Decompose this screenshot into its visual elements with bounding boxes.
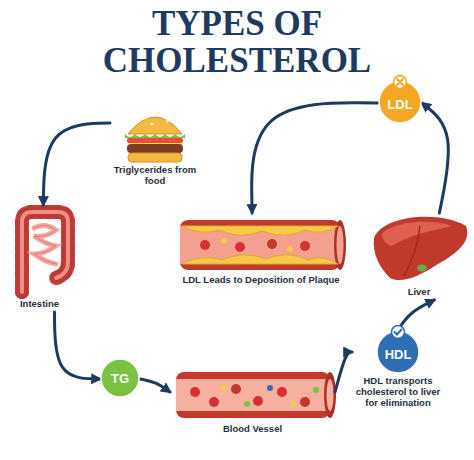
liver-illustration xyxy=(374,217,468,280)
burger-illustration xyxy=(125,112,185,162)
blood-vessel-illustration xyxy=(176,372,336,418)
intestine-illustration xyxy=(22,212,68,292)
lipoprotein-circle: TG xyxy=(100,358,140,400)
illustration-node: Intestine xyxy=(2,205,77,312)
flow-arrow xyxy=(252,103,378,213)
flow-arrow xyxy=(335,352,352,392)
node-label: Liver xyxy=(368,287,470,298)
circle-head: TG xyxy=(100,358,140,398)
flow-arrow xyxy=(398,300,434,330)
flow-arrow xyxy=(422,103,448,213)
flow-arrow xyxy=(43,123,110,205)
circle-head: HDL xyxy=(352,330,444,374)
circle-label: TG xyxy=(111,371,129,386)
node-label: LDL Leads to Deposition of Plaque xyxy=(172,275,350,286)
node-label: Intestine xyxy=(2,299,77,310)
illustration-space xyxy=(172,213,350,273)
illustration-node: LDL Leads to Deposition of Plaque xyxy=(172,213,350,288)
illustration-space xyxy=(110,103,200,163)
lipoprotein-circle: LDL xyxy=(378,80,422,126)
circle-label: LDL xyxy=(387,97,412,112)
plaque-vessel-illustration xyxy=(180,220,346,270)
node-label: Triglycerides from food xyxy=(110,165,200,187)
illustration-space xyxy=(2,205,77,297)
node-label: HDL transports cholesterol to liver for … xyxy=(352,376,444,409)
illustration-node: Triglycerides from food xyxy=(110,103,200,189)
illustration-node: Blood Vessel xyxy=(170,366,335,437)
flow-arrow xyxy=(55,312,101,379)
lipoprotein-circle: HDL HDL transports cholesterol to liver f… xyxy=(352,330,444,411)
illustration-node: Liver xyxy=(368,213,470,300)
node-label: Blood Vessel xyxy=(170,424,335,435)
circle-head: LDL xyxy=(378,80,422,124)
title: TYPES OF CHOLESTEROL xyxy=(82,6,392,80)
circle-label: HDL xyxy=(385,347,412,362)
flow-arrow xyxy=(140,379,170,392)
illustration-space xyxy=(170,366,335,422)
illustration-space xyxy=(368,213,470,285)
